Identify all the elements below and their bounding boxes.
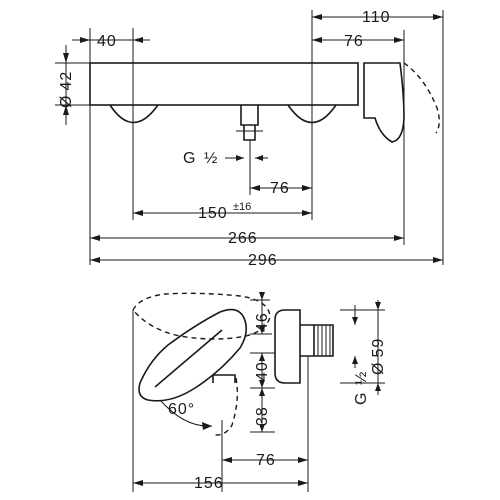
thread-g-label: G (183, 150, 196, 167)
dim-110-label: 110 (362, 9, 391, 26)
mixer-body (89, 62, 359, 106)
outlet-connector (240, 105, 259, 141)
dim-40-side-label: 40 (254, 361, 271, 381)
dim-40-label: 40 (97, 33, 117, 50)
dim-46-label: 46 (254, 312, 271, 332)
handle-swing-outline (403, 62, 440, 134)
dim-296-label: 296 (248, 252, 278, 269)
side-handle-swing-outline (132, 292, 271, 340)
dim-59-label: Ø59 (370, 338, 387, 375)
dim-156-label: 156 (194, 475, 224, 492)
left-eccentric-outline (109, 104, 159, 124)
wall-body (274, 309, 301, 384)
thread-half-label: ½ (204, 150, 218, 167)
front-elevation-view: 110 40 76 Ø42 G ½ 76 150 (55, 9, 444, 269)
angle-60-label: 60° (168, 401, 195, 418)
dim-266-label: 266 (228, 230, 258, 247)
dim-42-label: Ø42 (58, 71, 75, 108)
side-elevation-view: 60° 46 40 38 Ø59 (132, 292, 387, 492)
side-lever-handle (138, 308, 248, 402)
dim-76-mid-label: 76 (270, 180, 290, 197)
dim-38-label: 38 (254, 406, 271, 426)
dim-150-tolerance: ±16 (233, 201, 251, 213)
dim-76-top-label: 76 (344, 33, 364, 50)
dim-150-label: 150 (198, 205, 228, 222)
dim-76-side-label: 76 (256, 452, 276, 469)
side-thread-half-label: ½ (353, 371, 370, 385)
lever-handle (363, 62, 405, 143)
side-outlet-connector (300, 324, 334, 357)
side-thread-g-label: G (353, 392, 370, 405)
handle-base-connector (212, 374, 236, 383)
